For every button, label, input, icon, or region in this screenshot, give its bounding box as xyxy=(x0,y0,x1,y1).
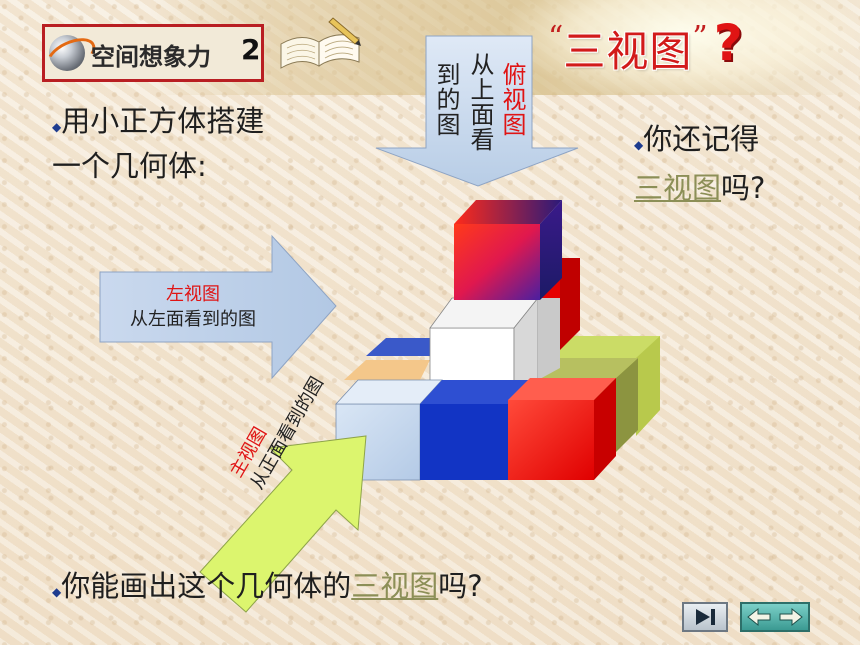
recall-text: ◆你还记得 三视图吗? xyxy=(634,118,765,210)
question-mark-icon: ? xyxy=(713,14,743,72)
top-view-desc-2: 到的图 xyxy=(432,62,460,137)
badge-number: 2 xyxy=(241,33,261,66)
intro-line-1: 用小正方体搭建 xyxy=(61,104,265,138)
next-slide-button[interactable] xyxy=(682,602,728,632)
left-view-label: 左视图 从左面看到的图 xyxy=(103,282,283,332)
slide-title: “ 三视图 ” ? xyxy=(548,14,743,82)
intro-line-2: 一个几何体: xyxy=(52,149,207,183)
question-three-views-link[interactable]: 三视图 xyxy=(351,569,439,603)
top-view-title: 俯视图 xyxy=(498,62,526,137)
left-view-title: 左视图 xyxy=(166,284,220,305)
badge-title: 空间想象力 xyxy=(91,43,211,71)
question-tail: 吗? xyxy=(438,569,483,603)
intro-text: ◆用小正方体搭建 一个几何体: xyxy=(52,102,264,186)
title-main: 三视图 xyxy=(563,27,693,76)
return-arrows-icon xyxy=(747,607,803,627)
globe-icon xyxy=(49,35,85,71)
bullet-icon: ◆ xyxy=(52,585,62,599)
recall-tail: 吗? xyxy=(721,171,766,205)
bullet-icon: ◆ xyxy=(634,138,644,152)
left-view-desc: 从左面看到的图 xyxy=(130,309,256,330)
section-badge: 空间想象力 2 xyxy=(41,24,264,82)
play-end-icon xyxy=(696,609,715,625)
bullet-icon: ◆ xyxy=(52,120,62,134)
question-prefix: 你能画出这个几何体的 xyxy=(61,569,352,603)
title-open-quote: “ xyxy=(548,20,564,55)
title-close-quote: ” xyxy=(692,20,708,55)
return-button[interactable] xyxy=(740,602,810,632)
top-view-desc-1: 从上面看 xyxy=(466,52,494,152)
recall-line-1: 你还记得 xyxy=(643,122,760,156)
open-book-icon xyxy=(280,17,361,69)
question-text: ◆你能画出这个几何体的三视图吗? xyxy=(52,563,483,605)
recall-three-views-link[interactable]: 三视图 xyxy=(634,171,722,205)
